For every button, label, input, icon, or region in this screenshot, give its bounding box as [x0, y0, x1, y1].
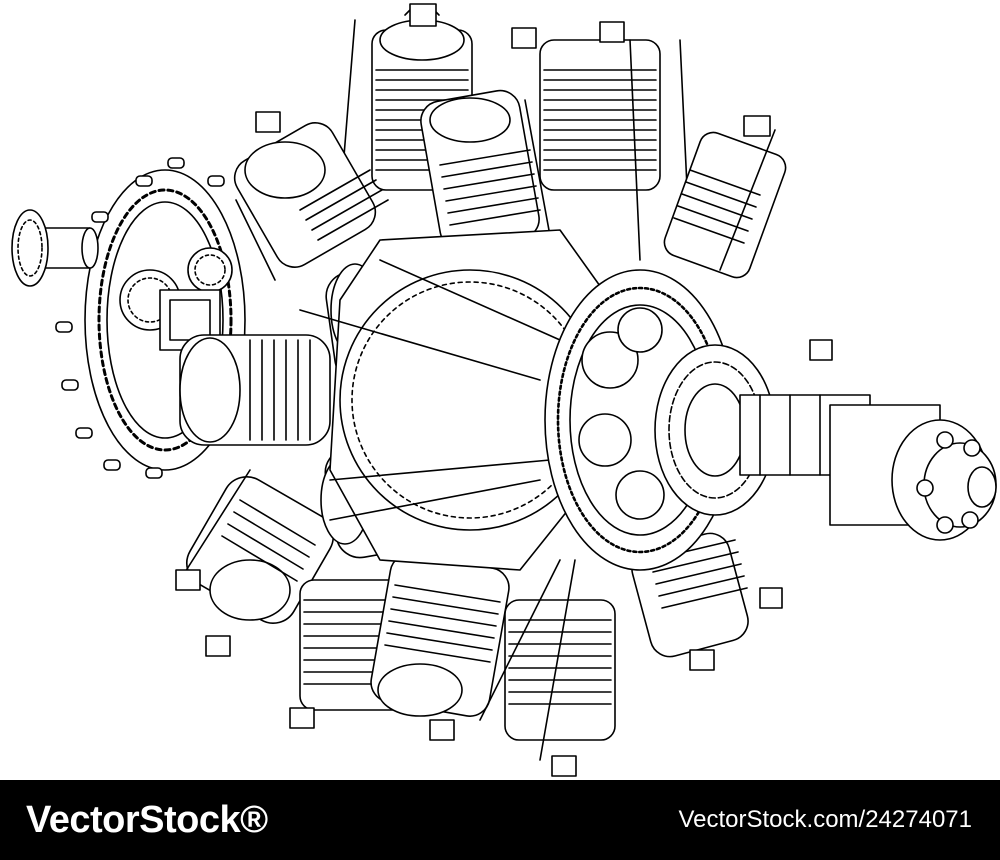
cylinder-upper-front: [420, 89, 561, 291]
cylinder-lower-left: [179, 469, 334, 624]
image-credit-text: VectorStock.com/24274071: [678, 806, 972, 833]
crankcase: [299, 229, 611, 571]
propeller-shaft: [739, 394, 997, 541]
mounting-studs: [55, 157, 225, 479]
cylinder-left: [179, 334, 331, 446]
rear-starter-hub: [11, 209, 99, 287]
cylinder-upper-left: [233, 122, 389, 281]
cylinder-right: [663, 129, 787, 279]
cylinder-bottom: [479, 559, 616, 761]
vectorstock-logo: VectorStock®: [26, 799, 268, 841]
rocker-assemblies: [175, 3, 833, 777]
cylinder-bottom-front: [370, 553, 510, 717]
engine-illustration: [11, 3, 997, 777]
watermark-footer: VectorStock® VectorStock.com/24274071: [0, 780, 1000, 860]
cylinder-upper-right: [539, 39, 691, 261]
radial-engine-drawing: [11, 3, 997, 777]
hub-bolts: [916, 431, 981, 534]
